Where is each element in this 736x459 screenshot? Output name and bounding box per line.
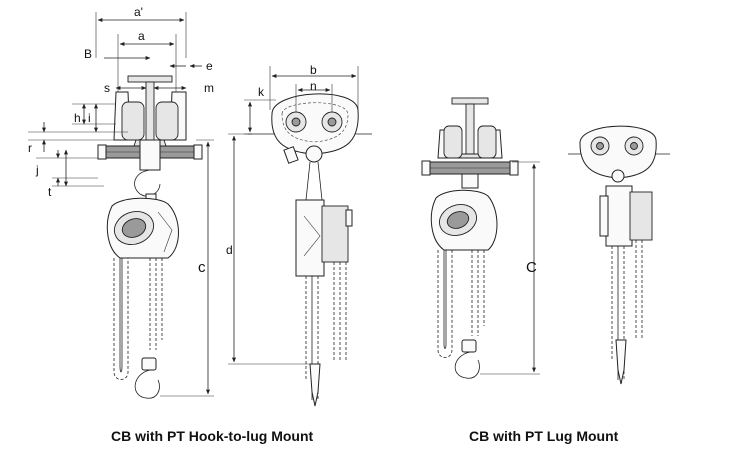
bottom-hook-2: [454, 339, 480, 379]
dimension-lines-fig2: [228, 66, 359, 365]
trolley: [97, 91, 203, 171]
side-chain-2: [611, 240, 643, 385]
trolley-side: [248, 93, 372, 164]
dim-label-i: i: [88, 111, 91, 125]
dim-label-h: h: [74, 111, 81, 125]
lug-mount-front-view: [421, 97, 540, 379]
dimension-lines-fig3: [480, 161, 540, 375]
dim-label-s: s: [104, 81, 110, 95]
hoist-side: [295, 161, 353, 277]
hook-to-lug-side-view: [228, 66, 372, 407]
dim-label-r: r: [28, 141, 32, 155]
caption-hook-to-lug-mount: CB with PT Hook-to-lug Mount: [111, 428, 314, 444]
hand-chain: [113, 258, 163, 380]
hoist-body: [106, 197, 179, 259]
trolley-2: [421, 125, 519, 189]
dim-label-a-prime: a': [134, 5, 143, 19]
dim-label-k: k: [258, 85, 265, 99]
dimension-lines-fig1: [28, 12, 214, 397]
dimension-labels: a' a B e s m h i r j t c d b n k C: [28, 5, 537, 276]
lug-mount-side-view: [568, 125, 670, 385]
side-chain: [305, 262, 347, 407]
dim-label-n: n: [310, 79, 317, 93]
top-hook: [134, 169, 161, 203]
hoist-side-2: [599, 185, 653, 247]
dim-label-t: t: [48, 185, 52, 199]
hoist-body-2: [430, 189, 498, 251]
dim-label-m: m: [204, 81, 214, 95]
dim-label-j: j: [35, 163, 39, 177]
dim-label-b: b: [310, 63, 317, 77]
caption-lug-mount: CB with PT Lug Mount: [469, 428, 619, 444]
dim-label-c: c: [198, 259, 206, 276]
dim-label-d: d: [226, 243, 233, 257]
dim-label-B: B: [84, 47, 92, 61]
trolley-side-2: [568, 125, 670, 183]
dim-label-e: e: [206, 59, 213, 73]
dim-label-C: C: [526, 259, 537, 276]
bottom-hook: [134, 357, 160, 399]
dim-label-a: a: [138, 29, 145, 43]
hook-to-lug-front-view: [28, 12, 214, 399]
hand-chain-2: [437, 250, 485, 358]
